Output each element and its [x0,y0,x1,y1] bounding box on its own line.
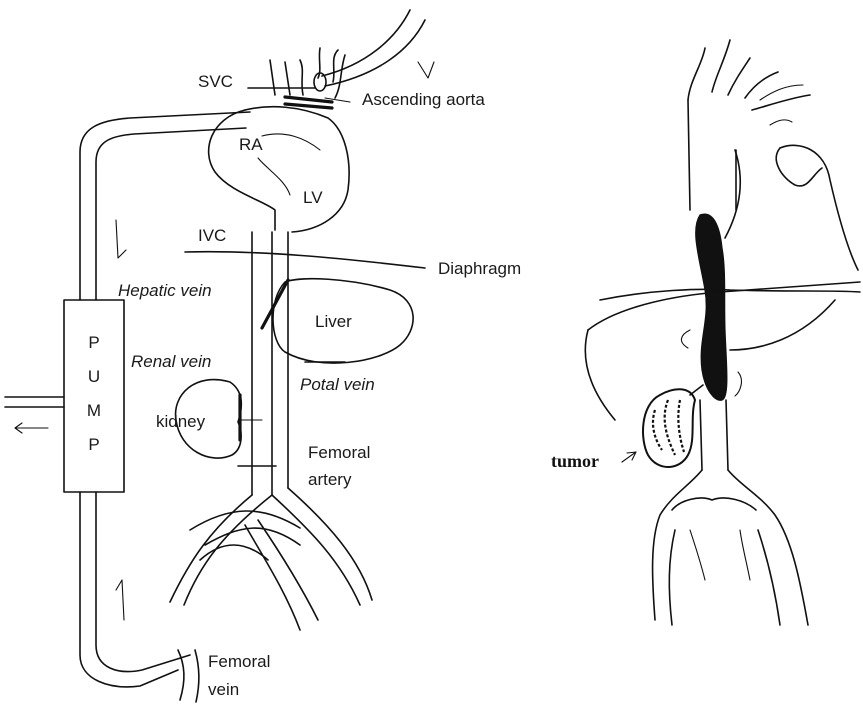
right-tumor-diagram: tumor [551,40,860,625]
ascending-aorta-label: Ascending aorta [362,90,485,109]
pump-letter: U [88,367,100,386]
great-vessels-right [688,40,810,125]
pump-letter: M [87,401,101,420]
inferior-vena-cava [252,232,272,495]
flow-arrow-icon [418,62,434,78]
lv-label: LV [303,188,323,207]
iliac-bifurcation [170,488,372,702]
tumor-mass [643,385,703,467]
tumor-thrombus-shape [696,214,727,400]
hepatic-vein-label: Hepatic vein [118,281,212,300]
left-bypass-diagram: P U M P SVC Ascending aorta RA LV IVC Di… [5,10,521,702]
ivc-label: IVC [198,226,226,245]
pump-letter: P [88,333,99,352]
femoral-artery-label-line2: artery [308,470,352,489]
femoral-vein-label-line1: Femoral [208,652,270,671]
down-arrow-icon [116,220,126,258]
ra-label: RA [239,135,263,154]
iliac-bifurcation-right [653,470,808,625]
tumor-label: tumor [551,451,599,471]
potal-vein-label: Potal vein [300,375,375,394]
femoral-artery-label-line1: Femoral [308,443,370,462]
aortic-cannula [314,10,434,91]
heart [209,107,349,232]
kidney-label: kidney [156,412,206,431]
diaphragm-label: Diaphragm [438,259,521,278]
renal-vein-label: Renal vein [131,352,211,371]
svc-label: SVC [198,72,233,91]
diaphragm-line [185,252,425,268]
femoral-vein-label-line2: vein [208,680,239,699]
hepatic-vein-clamp [262,280,288,328]
pump-box: P U M P [64,300,124,492]
heart-right [725,145,858,270]
bypass-tubing [5,112,250,687]
up-arrow-icon [116,580,124,620]
pump-letter: P [88,435,99,454]
liver-label: Liver [315,312,352,331]
tumor-arrow-icon [622,452,636,462]
ivc-with-thrombus [688,100,736,470]
great-vessels [248,48,350,108]
outflow-arrow-icon [15,423,48,433]
